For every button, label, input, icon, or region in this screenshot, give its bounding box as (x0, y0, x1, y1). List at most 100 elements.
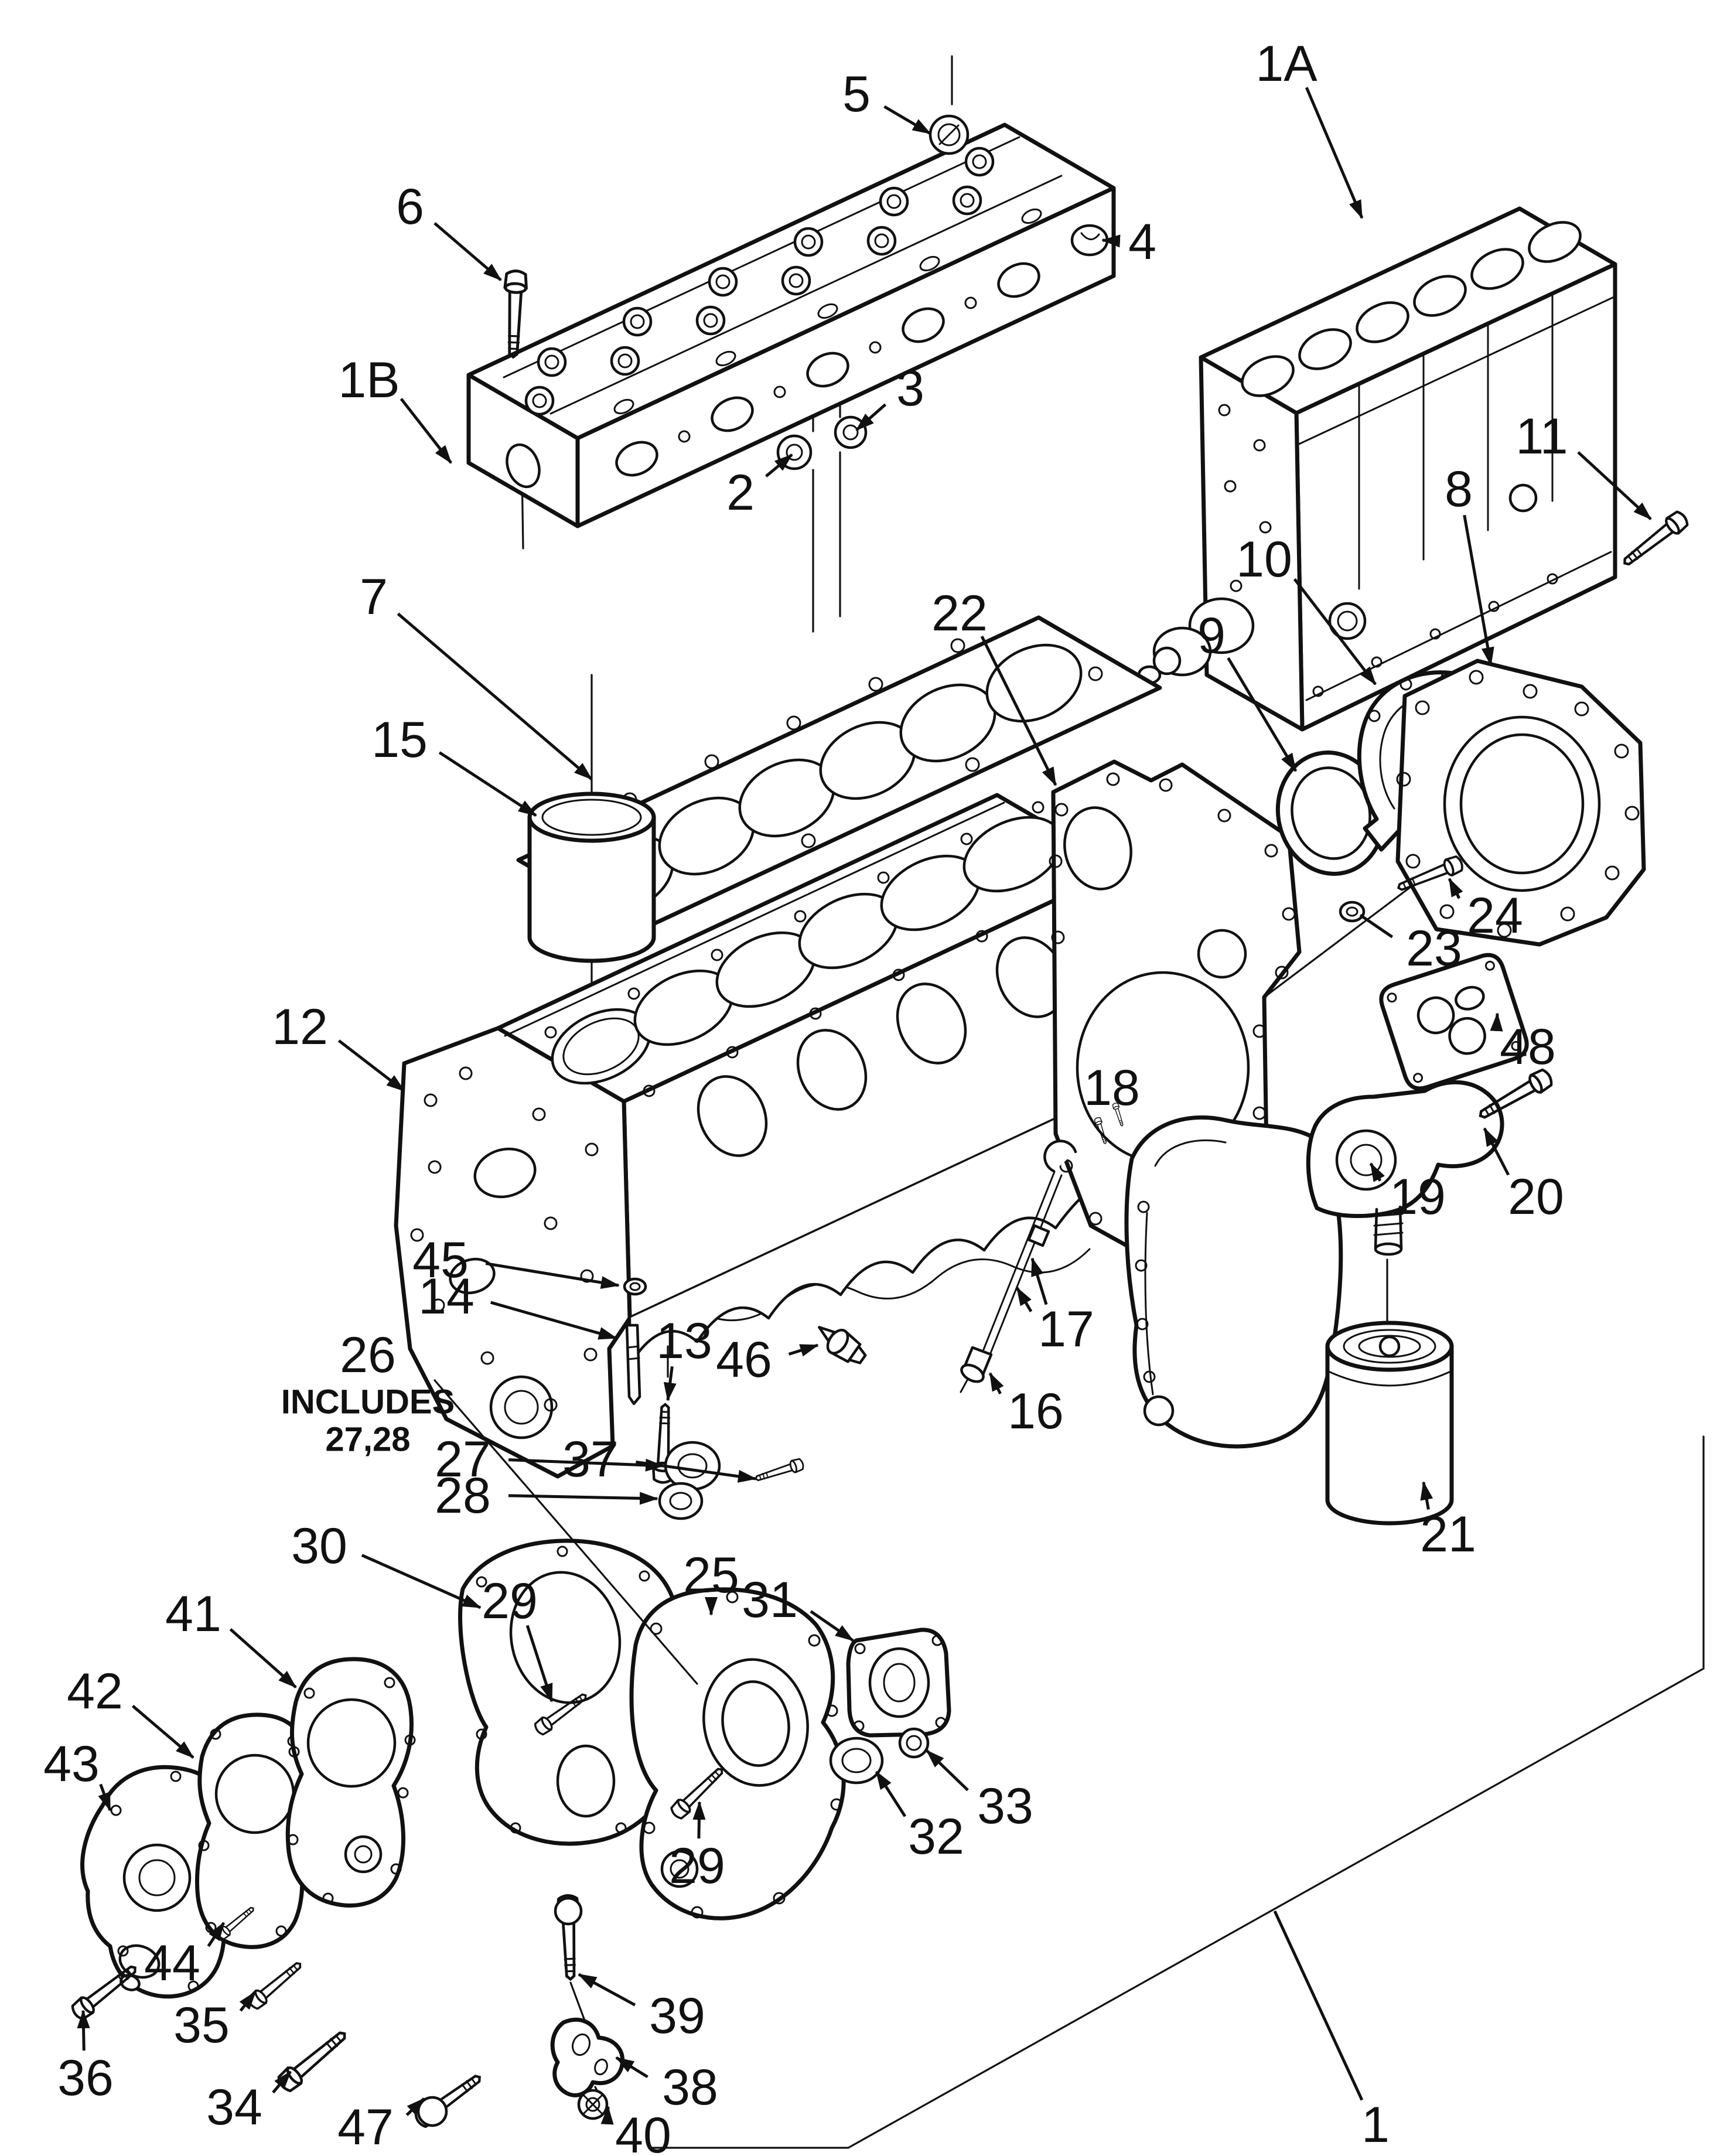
callout-label: 10 (1236, 531, 1292, 588)
callout-leader (1369, 1162, 1385, 1182)
part-cap-4 (1070, 224, 1109, 257)
callout-leader (229, 1628, 297, 1688)
part-cover-gasket-30 (458, 1538, 684, 1846)
part-engine-assembly-1A (1137, 206, 1617, 732)
callout-label: 4 (1128, 214, 1156, 270)
callout-label: 15 (371, 712, 428, 768)
part-nut-40 (577, 2089, 609, 2120)
note-includes-refs: 27,28 (325, 1420, 410, 1458)
callout-label: 8 (1445, 461, 1473, 517)
callout-leader (508, 1458, 664, 1472)
part-oil-filter-head-19 (1306, 1080, 1504, 1256)
callout-leader (636, 1461, 757, 1483)
callout-label: 9 (1197, 608, 1226, 664)
callout-label: 2 (726, 465, 755, 521)
callout-leader (1015, 1287, 1033, 1312)
callout-label: 12 (272, 999, 328, 1055)
callout-label: 6 (396, 179, 424, 235)
callout-leader (397, 612, 593, 780)
part-bolt-39 (554, 1895, 583, 1980)
callout-label: 23 (1406, 920, 1462, 977)
part-cylinder-head-1B (466, 122, 1116, 528)
callout-leader (875, 1770, 907, 1817)
callout-label: 35 (173, 1997, 230, 2053)
part-front-plate-41 (285, 1657, 416, 1908)
callout-leader (272, 2070, 292, 2094)
callout-label: 34 (206, 2079, 262, 2135)
callout-leader (855, 403, 887, 431)
assembly-bracket-1 (648, 1435, 1705, 2149)
callout-leader (1227, 657, 1298, 772)
callout-leader (485, 1262, 620, 1289)
callout-leader (525, 1625, 554, 1703)
includes-note: 26 INCLUDES 27,28 (281, 1327, 698, 1685)
callout-leader (765, 453, 793, 477)
callout-leader (433, 222, 502, 281)
callout-label: 5 (842, 66, 871, 122)
callout-label: 38 (662, 2059, 718, 2116)
callout-label: 42 (67, 1663, 123, 1720)
part-stud-14 (625, 1323, 641, 1406)
callout-leader (1359, 913, 1394, 939)
callout-leader (1420, 1481, 1433, 1510)
callout-label: 20 (1508, 1169, 1564, 1225)
callout-leader (578, 1973, 636, 2007)
part-washer-3 (834, 415, 868, 449)
callout-leader (207, 1922, 226, 1947)
callout-leader (361, 1554, 482, 1609)
part-seal-carrier-31 (846, 1628, 951, 1738)
callout-leader (1293, 578, 1377, 685)
callout-label: 21 (1420, 1506, 1476, 1563)
callout-label: 3 (896, 360, 924, 417)
callout-leader (600, 2106, 614, 2125)
part-crank-seal-32 (829, 1737, 884, 1785)
callout-leader (1448, 878, 1463, 899)
part-cylinder-sleeve-15 (527, 792, 656, 963)
callout-label: 33 (977, 1778, 1033, 1834)
part-oil-cooler-cover (1124, 1115, 1343, 1449)
callout-label: 46 (716, 1332, 772, 1388)
callout-leader (1483, 1127, 1510, 1176)
callout-leader (980, 636, 1057, 786)
callout-leader (1273, 1910, 1364, 2101)
callout-label: 36 (57, 2050, 114, 2106)
callout-label: 45 (412, 1232, 469, 1288)
callout-leader (810, 1610, 854, 1642)
part-cylinder-block (394, 793, 1160, 1479)
callout-label: 27 (435, 1431, 491, 1488)
callout-leader (405, 2097, 425, 2116)
callout-leader (663, 1366, 677, 1401)
part-washer-23 (1339, 900, 1366, 923)
callout-label: 16 (1008, 1383, 1064, 1439)
callout-leader (1577, 451, 1652, 520)
callout-label: 48 (1500, 1019, 1556, 1075)
part-plug-5 (929, 114, 970, 155)
callout-leader (77, 2010, 90, 2051)
callout-leader (98, 1783, 112, 1812)
callout-label: 40 (615, 2107, 671, 2156)
callout-leader (438, 751, 537, 817)
callout-label: 22 (931, 585, 988, 642)
callout-leader (508, 1492, 658, 1505)
callout-label: 7 (360, 569, 388, 625)
callout-label: 18 (1084, 1060, 1140, 1116)
callout-label: 32 (908, 1809, 964, 1865)
callout-leader (1030, 1257, 1048, 1305)
note-part-number: 26 (340, 1327, 396, 1383)
callout-label: 29 (669, 1838, 725, 1894)
part-gasket-48 (1379, 953, 1529, 1091)
callout-label: 39 (649, 1988, 705, 2044)
callout-leader (337, 1039, 405, 1092)
callout-leader (1101, 234, 1121, 248)
part-oil-filter-21 (1325, 1321, 1454, 1526)
callout-label: 31 (742, 1572, 798, 1628)
part-plug-33 (898, 1727, 930, 1759)
part-rear-seal-9 (1275, 750, 1387, 876)
callout-label: 28 (435, 1468, 491, 1524)
callout-leader (239, 1991, 257, 2012)
part-head-gasket-7 (516, 615, 1162, 933)
part-oring-28 (658, 1482, 704, 1520)
callout-leader (131, 1704, 194, 1759)
